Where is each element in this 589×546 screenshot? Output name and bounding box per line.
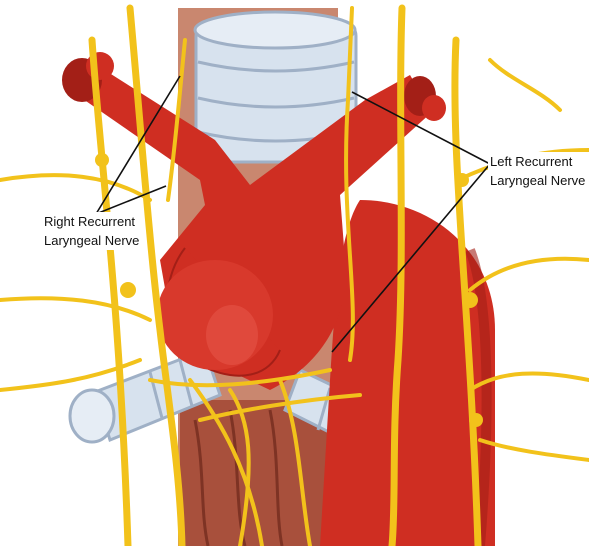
sympathetic-ganglion (120, 282, 136, 298)
right-nerve-label-line-2: Laryngeal Nerve (44, 231, 139, 250)
left-nerve-label-line-1: Left Recurrent (490, 152, 585, 171)
right-nerve-label-line-1: Right Recurrent (44, 212, 139, 231)
left-recurrent-laryngeal-nerve-label: Left Recurrent Laryngeal Nerve (488, 152, 587, 190)
right-recurrent-laryngeal-nerve-label: Right Recurrent Laryngeal Nerve (42, 212, 141, 250)
sympathetic-ganglion (462, 292, 478, 308)
sympathetic-ganglion (455, 173, 469, 187)
sympathetic-ganglion (469, 413, 483, 427)
sympathetic-ganglion (95, 153, 109, 167)
left-nerve-label-line-2: Laryngeal Nerve (490, 171, 585, 190)
